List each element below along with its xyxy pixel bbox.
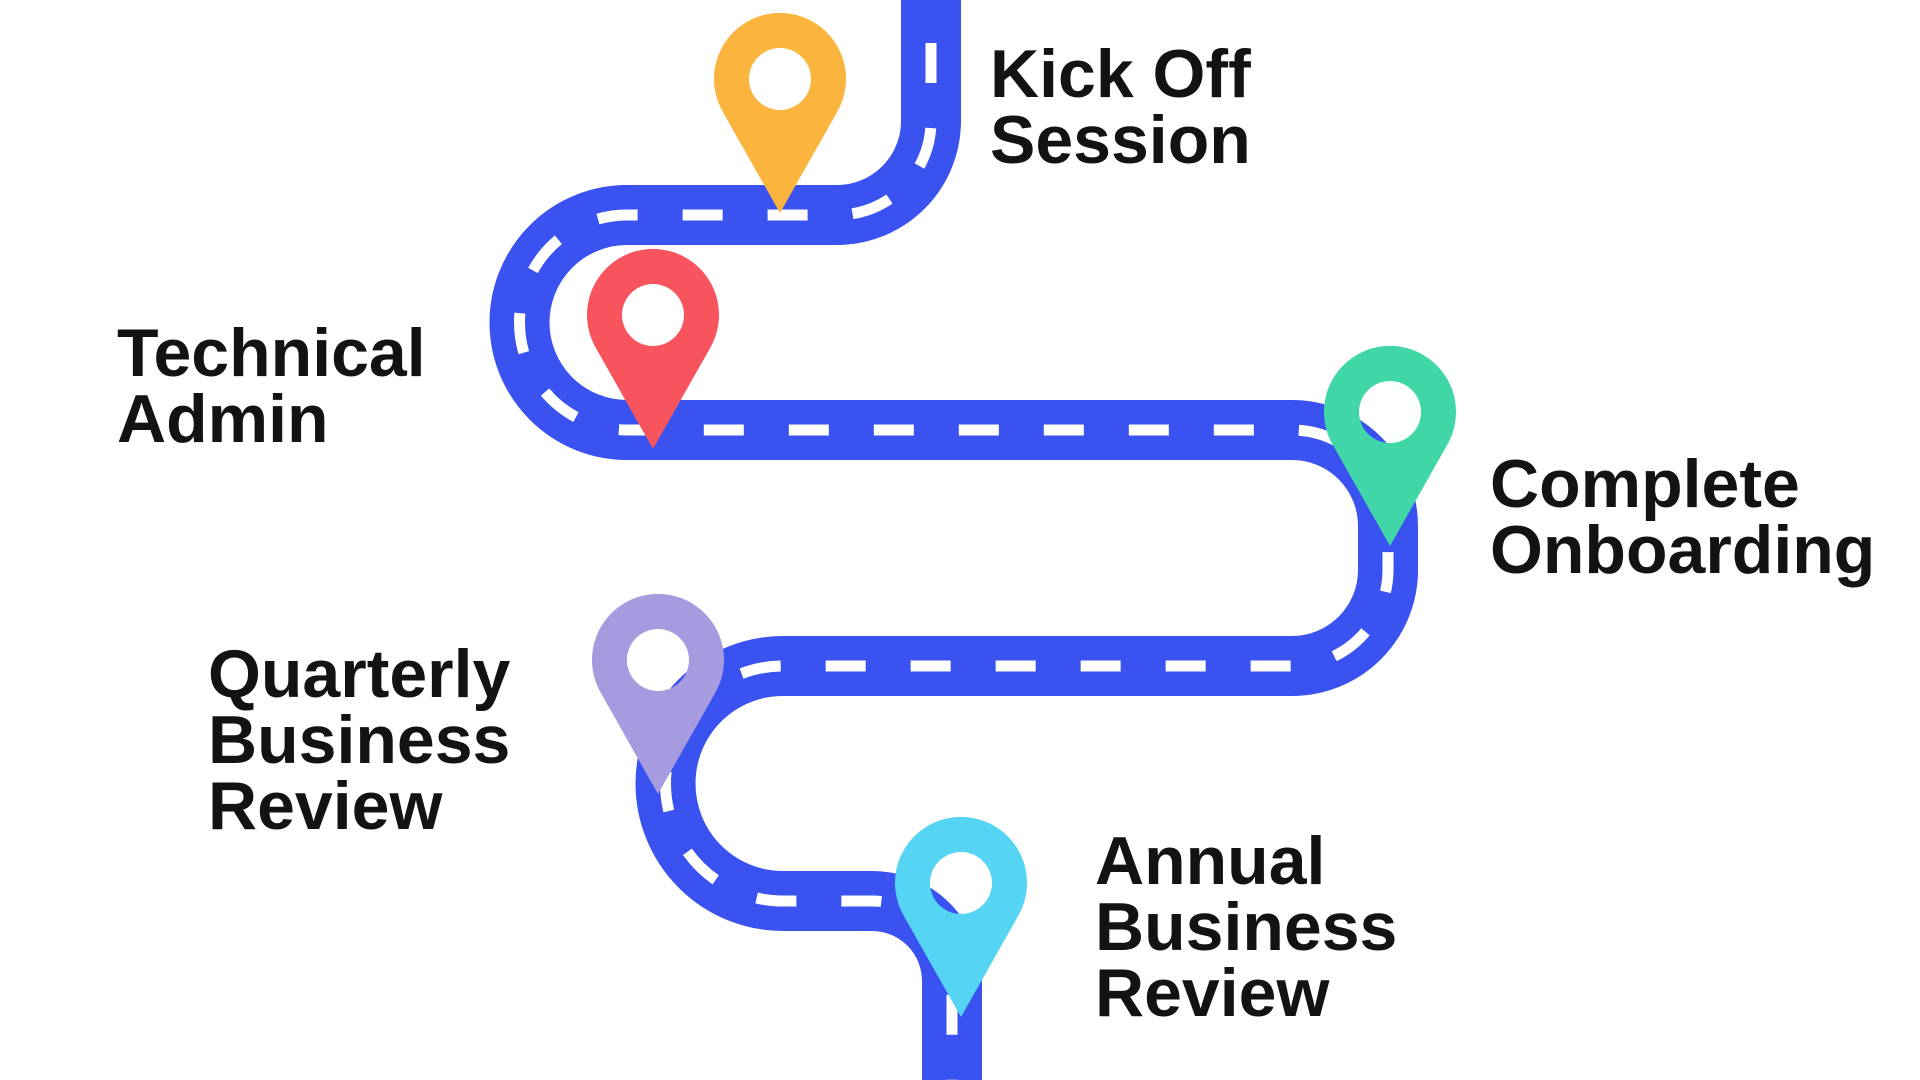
milestone-label-annual-business-review: Annual Business Review xyxy=(1095,823,1398,1031)
label-line: Quarterly xyxy=(208,636,511,712)
pin-shape xyxy=(714,12,846,213)
pin-shape xyxy=(1324,345,1456,546)
pin-shape xyxy=(592,593,724,794)
label-line: Admin xyxy=(117,381,329,457)
pin-shape xyxy=(895,816,1027,1017)
label-line: Session xyxy=(990,102,1251,178)
label-line: Annual xyxy=(1095,823,1326,899)
map-pin-kick-off-session xyxy=(714,12,846,213)
map-pin-technical-admin xyxy=(587,248,719,449)
label-line: Review xyxy=(1095,955,1330,1031)
pin-shape xyxy=(587,248,719,449)
milestone-label-kick-off-session: Kick Off Session xyxy=(990,36,1251,178)
milestone-label-quarterly-business-review: Quarterly Business Review xyxy=(208,636,511,844)
map-pin-complete-onboarding xyxy=(1324,345,1456,546)
map-pin-quarterly-business-review xyxy=(592,593,724,794)
label-line: Complete xyxy=(1490,446,1800,522)
label-line: Technical xyxy=(117,315,426,391)
label-line: Kick Off xyxy=(990,36,1251,112)
label-line: Business xyxy=(208,702,511,778)
label-line: Onboarding xyxy=(1490,512,1876,588)
milestone-label-complete-onboarding: Complete Onboarding xyxy=(1490,446,1876,588)
milestone-label-technical-admin: Technical Admin xyxy=(117,315,426,457)
map-pin-annual-business-review xyxy=(895,816,1027,1017)
label-line: Review xyxy=(208,768,443,844)
label-line: Business xyxy=(1095,889,1398,965)
